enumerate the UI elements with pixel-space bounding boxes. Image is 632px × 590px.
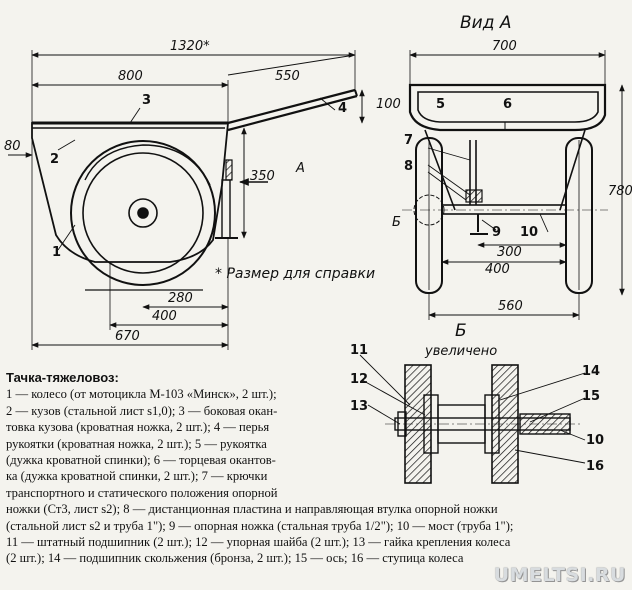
- callout-1: 1: [52, 245, 61, 260]
- detail-b-subtitle: увеличено: [424, 344, 497, 359]
- dim-overall-length: 1320*: [170, 39, 210, 54]
- caption-line: ка (дужка кроватной спинки, 2 шт.); 7 — …: [6, 469, 268, 484]
- caption-line: транспортного и статического положения о…: [6, 485, 278, 500]
- dim-track-560: 560: [498, 299, 523, 314]
- dim-view-height: 780: [608, 184, 632, 199]
- caption-line: 11 — штатный подшипник (2 шт.); 12 — упо…: [6, 535, 511, 550]
- view-a-title: Вид А: [460, 13, 512, 33]
- callout-16: 16: [586, 459, 604, 474]
- dim-axle-300: 300: [497, 245, 522, 260]
- detail-b: [359, 354, 586, 484]
- figure-caption: Тачка-тяжеловоз: 1 — колесо (от мотоцикл…: [6, 370, 630, 567]
- view-a: [402, 50, 625, 320]
- callout-7: 7: [404, 133, 413, 148]
- wheel: [70, 140, 216, 286]
- callout-15: 15: [582, 389, 600, 404]
- callout-3: 3: [142, 93, 151, 108]
- dim-wheel-span-b: 400: [152, 309, 177, 324]
- callout-10-view: 10: [520, 225, 538, 240]
- watermark: UMELTSI.RU: [493, 564, 626, 586]
- dim-body-length: 800: [118, 69, 143, 84]
- section-label: Б: [392, 215, 401, 230]
- caption-line: (стальной лист s2 и труба 1"); 9 — опорн…: [6, 518, 514, 533]
- dim-axle-400: 400: [485, 262, 510, 277]
- caption-title: Тачка-тяжеловоз:: [6, 370, 119, 385]
- caption-line: рукоятки (кроватная ножка, 2 шт.); 5 — р…: [6, 436, 267, 451]
- caption-line: товка кузова (кроватная ножка, 2 шт.); 4…: [6, 420, 270, 435]
- dim-wheel-span-a: 280: [168, 291, 193, 306]
- detail-b-title: Б: [455, 321, 467, 341]
- callout-12: 12: [350, 372, 368, 387]
- dim-front-offset: 80: [4, 139, 21, 154]
- dim-handle-rise: 100: [376, 97, 401, 112]
- callout-9: 9: [492, 225, 501, 240]
- callout-14: 14: [582, 364, 600, 379]
- caption-line: (дужка кроватной спинки); 6 — торцевая о…: [6, 453, 276, 468]
- caption-line: 2 — кузов (стальной лист s1,0); 3 — боко…: [6, 403, 278, 418]
- callout-11: 11: [350, 343, 368, 358]
- callout-5: 5: [436, 97, 445, 112]
- callout-6: 6: [503, 97, 512, 112]
- dim-view-width: 700: [492, 39, 517, 54]
- dim-handle-length: 550: [275, 69, 300, 84]
- dim-support-height: 350: [250, 169, 275, 184]
- callout-8: 8: [404, 159, 413, 174]
- callout-2: 2: [50, 152, 59, 167]
- callout-4: 4: [338, 101, 347, 116]
- callout-10-detail: 10: [586, 433, 604, 448]
- dim-base-length: 670: [115, 329, 140, 344]
- caption-line: 1 — колесо (от мотоцикла М-103 «Минск», …: [6, 387, 277, 402]
- side-view: [8, 50, 365, 350]
- reference-note: * Размер для справки: [215, 266, 375, 282]
- view-arrow-label: А: [295, 161, 305, 176]
- caption-line: (2 шт.); 14 — подшипник скольжения (брон…: [6, 551, 464, 566]
- callout-13: 13: [350, 399, 368, 414]
- caption-line: ножки (Ст3, лист s2); 8 — дистанционная …: [6, 502, 498, 517]
